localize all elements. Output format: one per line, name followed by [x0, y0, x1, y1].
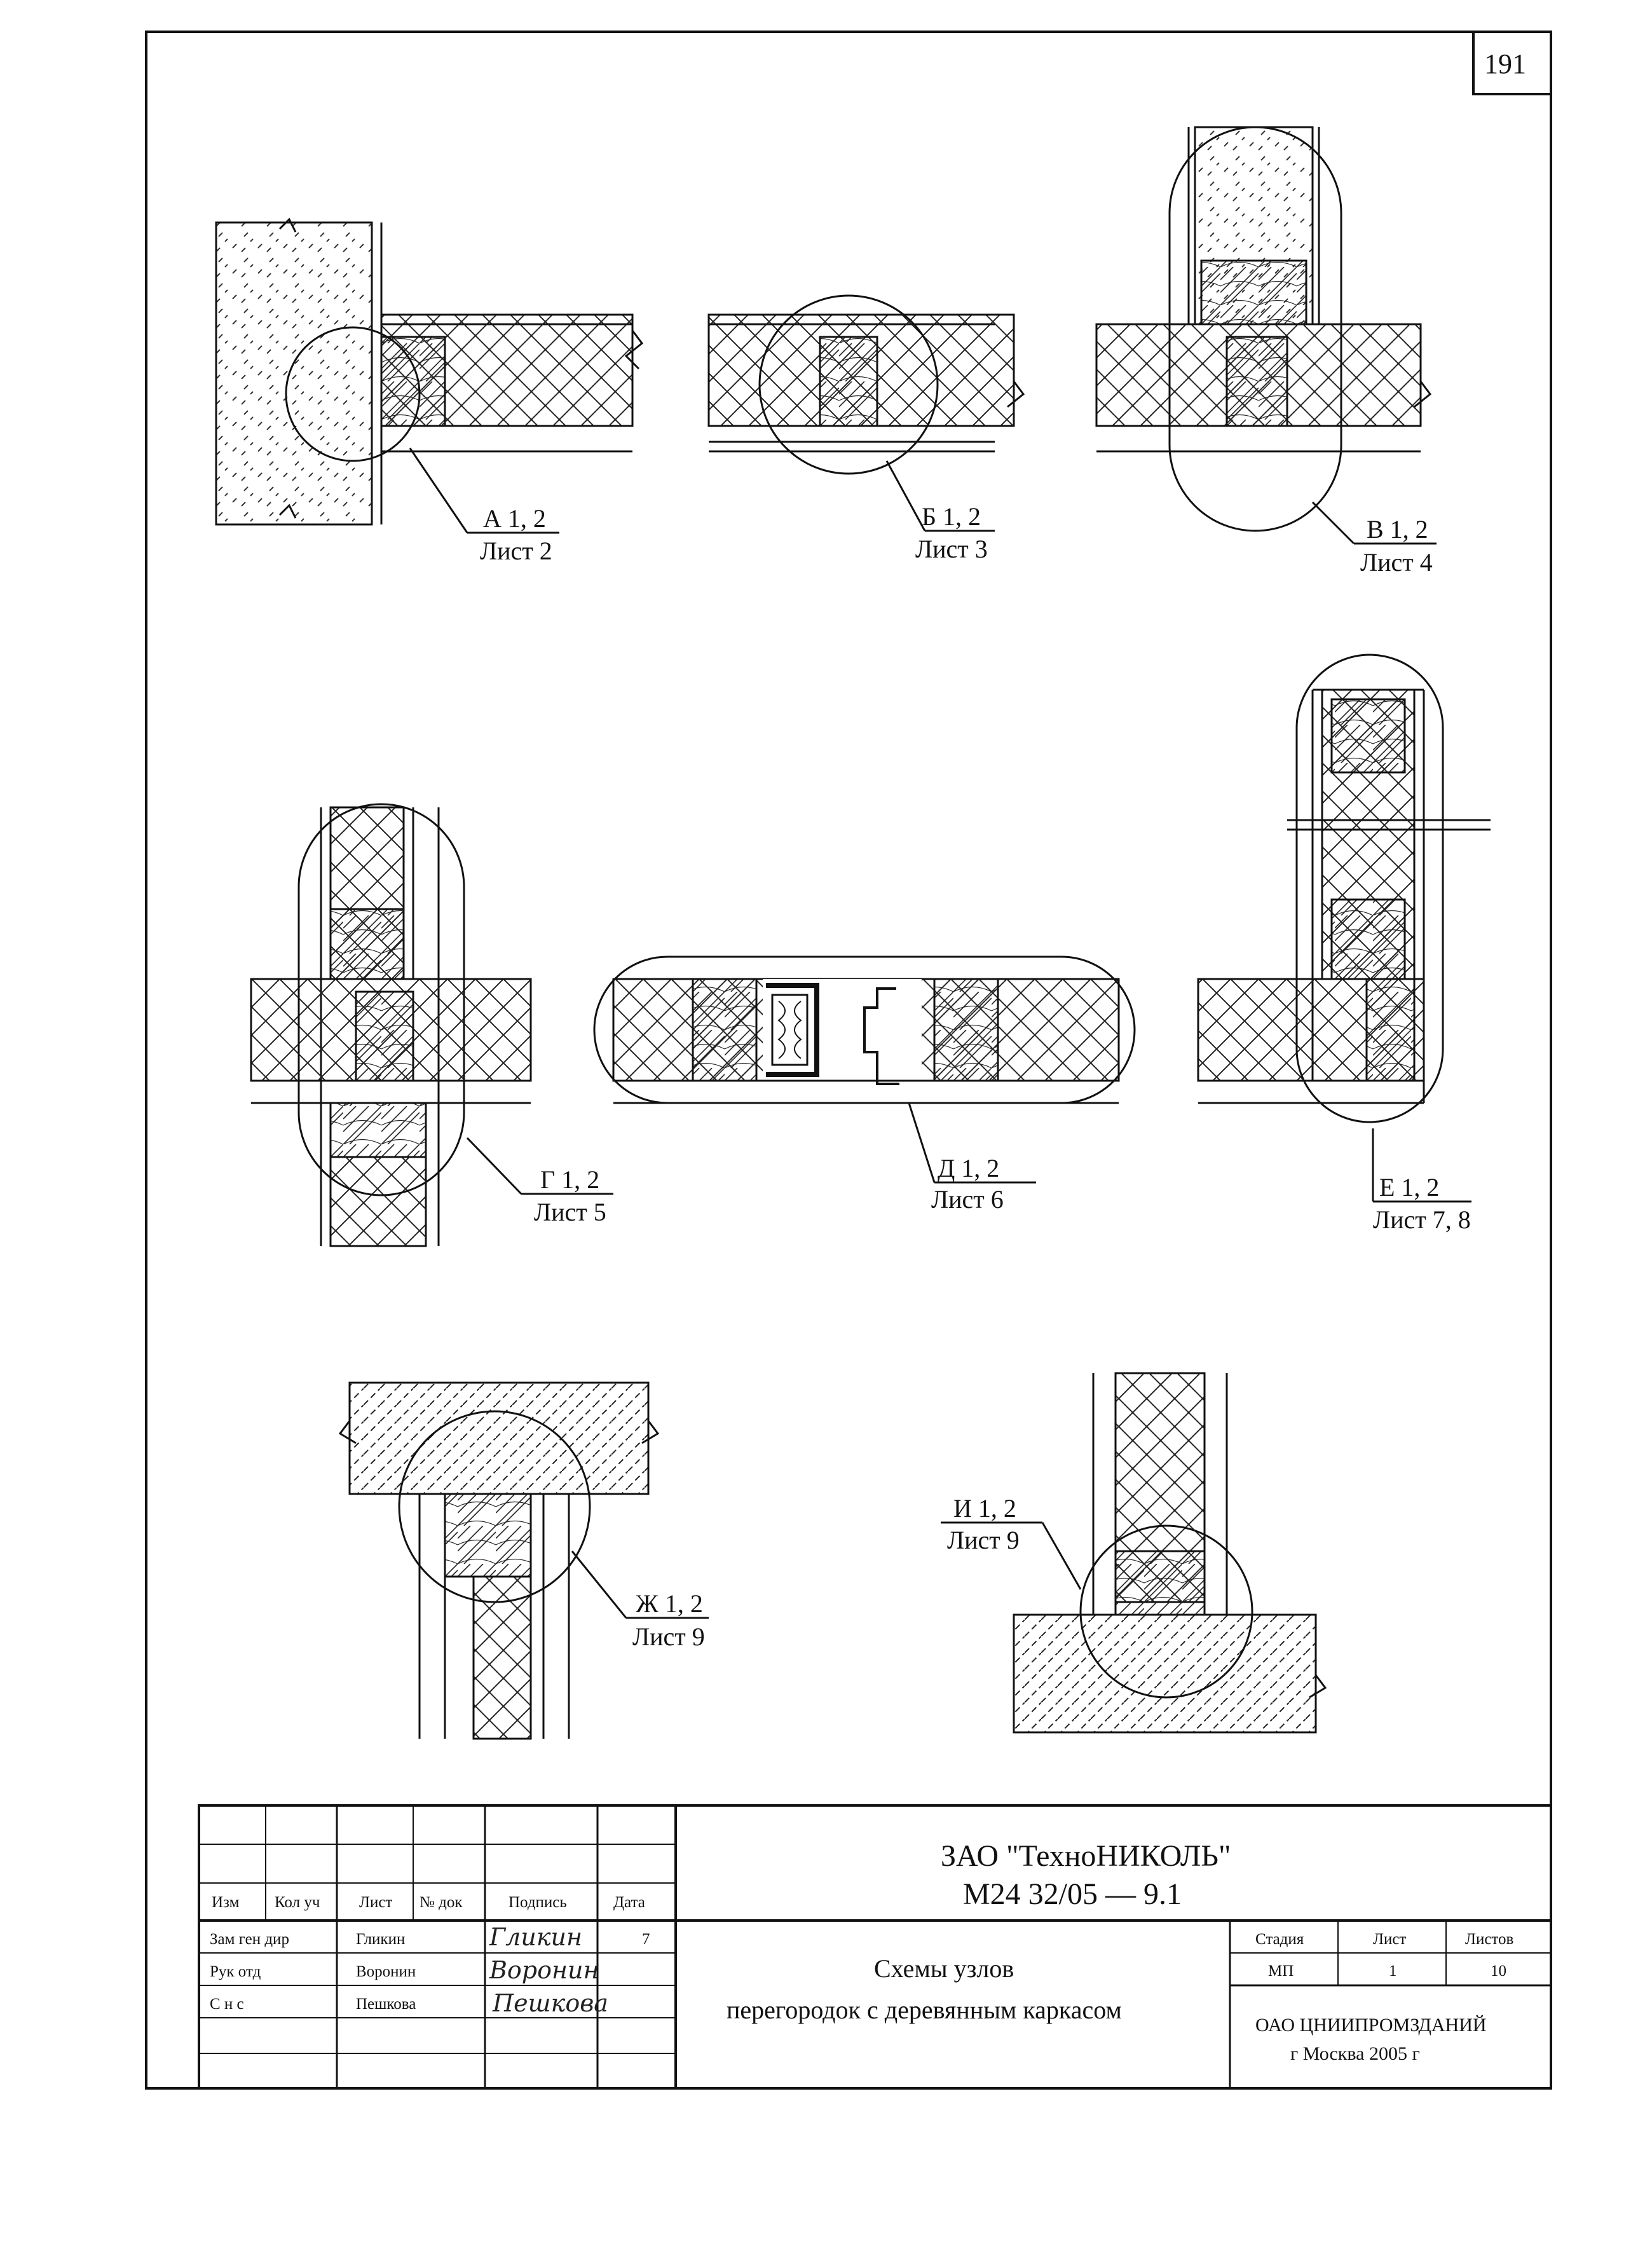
callout-v-sheet: Лист 4 [1360, 548, 1433, 577]
date-0: 7 [642, 1931, 650, 1948]
role-1: Рук отд [210, 1963, 261, 1980]
callout-a-sheet: Лист 2 [480, 537, 552, 565]
name-1: Воронин [356, 1963, 416, 1980]
callout-e-code: Е 1, 2 [1379, 1173, 1439, 1202]
callout-d-sheet: Лист 6 [931, 1185, 1004, 1214]
role-0: Зам ген дир [210, 1931, 289, 1948]
stage-header-sheet: Лист [1373, 1931, 1406, 1948]
callout-e: Е 1, 2 Лист 7, 8 [1373, 1173, 1471, 1234]
callout-d: Д 1, 2 Лист 6 [931, 1154, 1004, 1214]
node-e-drawing [1197, 654, 1491, 1203]
name-2: Пешкова [356, 1996, 416, 2013]
callout-b-sheet: Лист 3 [915, 535, 988, 563]
node-d-drawing [593, 955, 1136, 1184]
callout-i-sheet: Лист 9 [947, 1526, 1020, 1554]
callout-zh-code: Ж 1, 2 [636, 1589, 703, 1618]
callout-v: В 1, 2 Лист 4 [1360, 515, 1433, 577]
header-doc-no: № док [420, 1894, 463, 1911]
organization-city-year: г Москва 2005 г [1290, 2043, 1420, 2064]
role-2: С н с [210, 1996, 244, 2013]
callout-g-code: Г 1, 2 [540, 1165, 599, 1194]
stage-value-stage: МП [1268, 1962, 1294, 1980]
callout-g: Г 1, 2 Лист 5 [534, 1165, 606, 1226]
header-kol-uch: Кол уч [275, 1894, 320, 1911]
signature-0: Гликин [489, 1923, 582, 1951]
callout-b: Б 1, 2 Лист 3 [915, 502, 988, 563]
node-i-drawing [941, 1372, 1327, 1734]
callout-b-code: Б 1, 2 [922, 502, 981, 531]
page-number: 191 [1484, 48, 1526, 79]
drawing-title-line1: Схемы узлов [874, 1954, 1014, 1983]
callout-a-code: А 1, 2 [483, 504, 546, 533]
callout-i: И 1, 2 Лист 9 [947, 1494, 1020, 1554]
callout-d-code: Д 1, 2 [938, 1154, 999, 1182]
callout-zh-sheet: Лист 9 [632, 1622, 705, 1651]
stage-value-sheets: 10 [1491, 1962, 1506, 1980]
callout-v-code: В 1, 2 [1367, 515, 1428, 544]
node-a-drawing [215, 217, 644, 534]
title-block-headers: Изм Кол уч Лист № док Подпись Дата [212, 1894, 645, 1911]
title-block-roles: Зам ген дир Гликин Гликин 7 Рук отд Воро… [210, 1923, 650, 2017]
stage-header-sheets: Листов [1465, 1931, 1513, 1948]
callout-i-code: И 1, 2 [953, 1494, 1016, 1523]
stage-value-sheet: 1 [1389, 1962, 1397, 1980]
name-0: Гликин [356, 1931, 405, 1948]
signature-1: Воронин [489, 1956, 599, 1984]
drawing-title-line2: перегородок с деревянным каркасом [727, 1996, 1122, 2024]
header-list: Лист [359, 1894, 392, 1911]
header-signature: Подпись [509, 1894, 567, 1911]
organization-name: ОАО ЦНИИПРОМЗДАНИЙ [1255, 2015, 1487, 2036]
header-date: Дата [613, 1894, 645, 1911]
document-code: М24 32/05 — 9.1 [963, 1877, 1182, 1911]
callout-g-sheet: Лист 5 [534, 1198, 606, 1226]
node-b-drawing [707, 294, 1025, 532]
node-v-drawing [1095, 126, 1437, 545]
stage-table: Стадия Лист Листов МП 1 10 [1255, 1931, 1513, 1980]
title-block [198, 1804, 1552, 2090]
header-izm: Изм [212, 1894, 240, 1911]
signature-2: Пешкова [492, 1989, 608, 2017]
stage-header-stage: Стадия [1255, 1931, 1304, 1948]
company-name: ЗАО "ТехноНИКОЛЬ" [941, 1839, 1231, 1873]
node-zh-drawing [338, 1381, 709, 1740]
callout-e-sheet: Лист 7, 8 [1373, 1205, 1471, 1234]
callout-zh: Ж 1, 2 Лист 9 [632, 1589, 705, 1651]
callout-a: А 1, 2 Лист 2 [480, 504, 552, 565]
node-g-drawing [250, 803, 613, 1247]
